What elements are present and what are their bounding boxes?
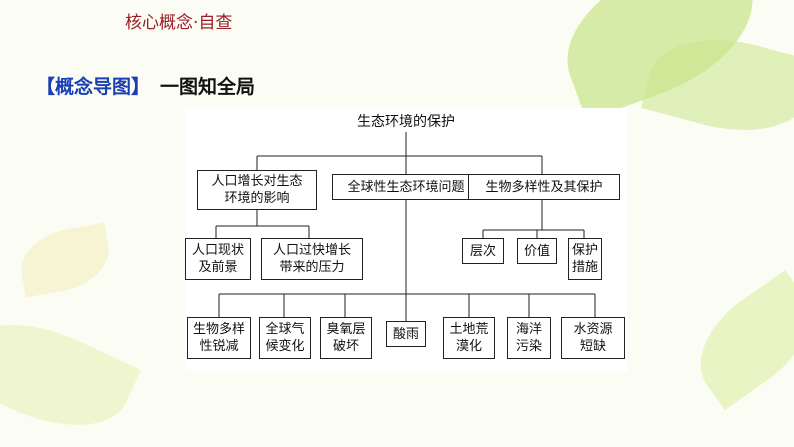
node-protection-measures: 保护 措施: [568, 238, 602, 280]
node-root: 生态环境的保护: [336, 112, 476, 132]
node-acid-rain: 酸雨: [386, 321, 426, 347]
node-ocean-pollution: 海洋 污染: [507, 317, 551, 359]
node-biodiversity: 生物多样性及其保护: [468, 174, 620, 200]
header-title: 核心概念·自查: [125, 13, 233, 33]
section-heading: 【概念导图】一图知全局: [36, 72, 255, 99]
node-climate-change: 全球气 候变化: [259, 317, 311, 359]
node-ozone-depletion: 臭氧层 破坏: [320, 317, 372, 359]
concept-map: 生态环境的保护 人口增长对生态 环境的影响 全球性生态环境问题 生物多样性及其保…: [185, 108, 627, 371]
node-population-status: 人口现状 及前景: [185, 238, 251, 280]
node-value: 价值: [517, 238, 557, 264]
node-desertification: 土地荒 漠化: [443, 317, 495, 359]
section-bracket-label: 【概念导图】: [36, 76, 151, 98]
node-biodiversity-loss: 生物多样 性锐减: [187, 317, 251, 359]
node-population-impact: 人口增长对生态 环境的影响: [197, 170, 317, 210]
node-population-pressure: 人口过快增长 带来的压力: [261, 238, 363, 280]
section-title: 一图知全局: [160, 76, 256, 98]
node-levels: 层次: [462, 238, 504, 264]
node-water-shortage: 水资源 短缺: [561, 317, 625, 359]
connector-lines: [215, 132, 596, 321]
node-global-problems: 全球性生态环境问题: [332, 174, 480, 200]
